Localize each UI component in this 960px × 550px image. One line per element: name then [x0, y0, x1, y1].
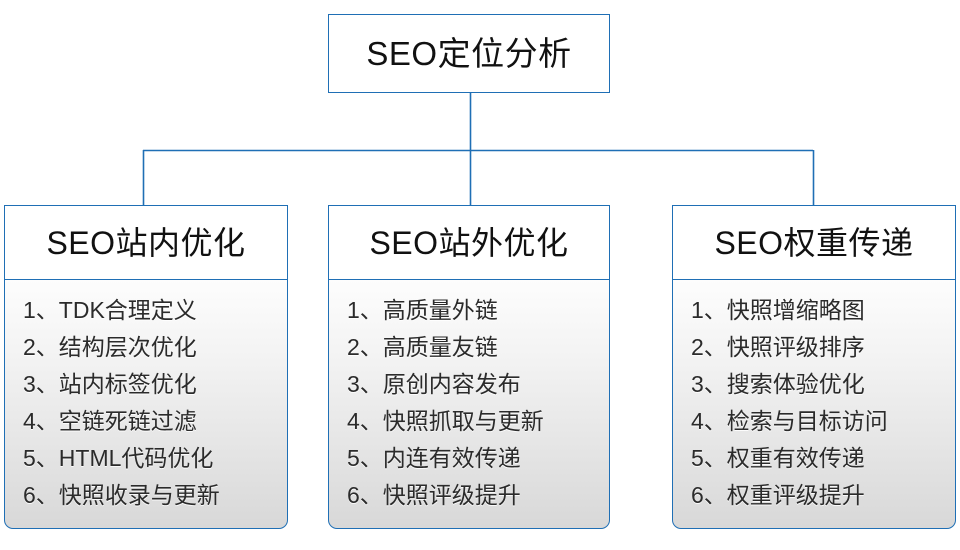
branch-body-seo-offsite: 1、高质量外链 2、高质量友链 3、原创内容发布 4、快照抓取与更新 5、内连有…: [328, 279, 610, 530]
list-item: 4、空链死链过滤: [23, 408, 197, 435]
list-item: 2、高质量友链: [347, 334, 498, 361]
branch-title-seo-offsite: SEO站外优化: [369, 225, 569, 261]
root-node-title: SEO定位分析: [366, 35, 572, 72]
branch-header-seo-weight[interactable]: SEO权重传递: [672, 205, 956, 281]
list-item: 4、检索与目标访问: [691, 408, 888, 435]
branch-header-seo-offsite[interactable]: SEO站外优化: [328, 205, 610, 281]
list-item: 2、结构层次优化: [23, 334, 197, 361]
list-item: 1、TDK合理定义: [23, 297, 197, 324]
branch-card-seo-weight[interactable]: SEO权重传递 1、快照增缩略图 2、快照评级排序 3、搜索体验优化 4、检索与…: [672, 205, 956, 531]
list-item: 4、快照抓取与更新: [347, 408, 544, 435]
branch-card-seo-onsite[interactable]: SEO站内优化 1、TDK合理定义 2、结构层次优化 3、站内标签优化 4、空链…: [4, 205, 288, 531]
branch-header-seo-onsite[interactable]: SEO站内优化: [4, 205, 288, 281]
branch-body-seo-onsite: 1、TDK合理定义 2、结构层次优化 3、站内标签优化 4、空链死链过滤 5、H…: [4, 279, 288, 530]
list-item: 5、内连有效传递: [347, 445, 521, 472]
branch-title-seo-onsite: SEO站内优化: [46, 225, 246, 261]
branch-item-list-seo-onsite: 1、TDK合理定义 2、结构层次优化 3、站内标签优化 4、空链死链过滤 5、H…: [5, 292, 287, 514]
branch-card-seo-offsite[interactable]: SEO站外优化 1、高质量外链 2、高质量友链 3、原创内容发布 4、快照抓取与…: [328, 205, 610, 531]
branch-title-seo-weight: SEO权重传递: [714, 225, 914, 261]
list-item: 6、权重评级提升: [691, 482, 865, 509]
branch-item-list-seo-weight: 1、快照增缩略图 2、快照评级排序 3、搜索体验优化 4、检索与目标访问 5、权…: [673, 292, 955, 514]
branch-body-seo-weight: 1、快照增缩略图 2、快照评级排序 3、搜索体验优化 4、检索与目标访问 5、权…: [672, 279, 956, 530]
root-node[interactable]: SEO定位分析: [328, 14, 610, 93]
list-item: 3、搜索体验优化: [691, 371, 865, 398]
list-item: 1、高质量外链: [347, 297, 498, 324]
branch-item-list-seo-offsite: 1、高质量外链 2、高质量友链 3、原创内容发布 4、快照抓取与更新 5、内连有…: [329, 292, 609, 514]
list-item: 3、站内标签优化: [23, 371, 197, 398]
list-item: 6、快照评级提升: [347, 482, 521, 509]
list-item: 3、原创内容发布: [347, 371, 521, 398]
list-item: 2、快照评级排序: [691, 334, 865, 361]
list-item: 5、权重有效传递: [691, 445, 865, 472]
list-item: 5、HTML代码优化: [23, 445, 214, 472]
list-item: 6、快照收录与更新: [23, 482, 220, 509]
list-item: 1、快照增缩略图: [691, 297, 865, 324]
